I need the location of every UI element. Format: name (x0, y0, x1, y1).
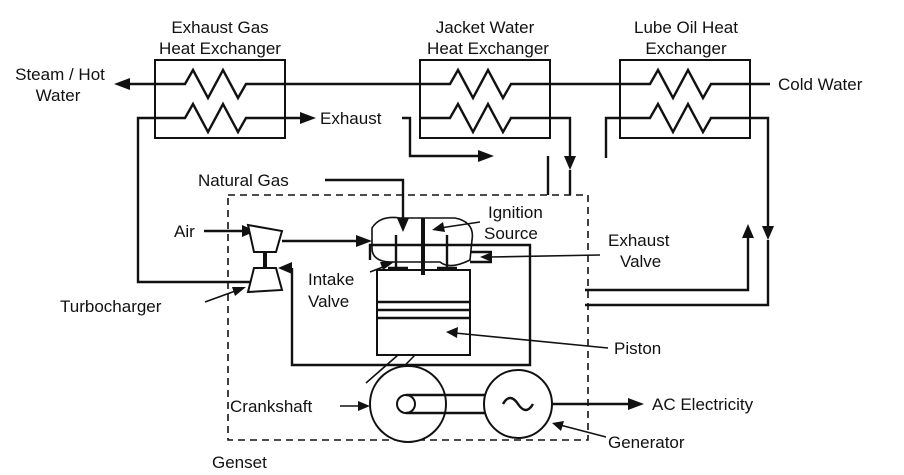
steam-label-line2: Water (36, 86, 81, 105)
leader-arrows (204, 221, 609, 438)
lube-oil-lines (585, 116, 774, 307)
turbocharger-label: Turbocharger (60, 297, 162, 316)
natural-gas-line (325, 178, 409, 232)
natural-gas-label: Natural Gas (198, 171, 289, 190)
intake-valve (388, 235, 408, 270)
engine-block (278, 243, 532, 367)
generator (483, 369, 553, 439)
jacket-water-lines (546, 116, 576, 195)
jacket-water-heat-exchanger (419, 59, 551, 139)
ignition-label-line2: Source (484, 224, 538, 243)
cylinder-head (371, 216, 492, 267)
ac-electricity-line (552, 398, 644, 410)
exhaust-label: Exhaust (320, 109, 382, 128)
exhaust-flow-line (136, 112, 494, 284)
exhaust-hx-label-line1: Exhaust Gas (171, 18, 268, 37)
water-flow-line (114, 78, 770, 90)
jacket-hx-label-line2: Heat Exchanger (427, 39, 549, 58)
exhaust-valve (437, 235, 457, 270)
lube-hx-label-line2: Exchanger (645, 39, 727, 58)
turbocharger (246, 223, 284, 294)
intake-valve-label-line2: Valve (308, 292, 349, 311)
generator-label: Generator (608, 433, 685, 452)
piston (365, 269, 471, 389)
exhaust-gas-heat-exchanger (154, 59, 286, 139)
air-label: Air (174, 222, 195, 241)
crankshaft-label: Crankshaft (230, 397, 312, 416)
intake-valve-label-line1: Intake (308, 270, 354, 289)
exhaust-valve-label-line1: Exhaust (608, 231, 670, 250)
exhaust-valve-label-line2: Valve (620, 252, 661, 271)
genset-label: Genset (212, 453, 267, 472)
exhaust-hx-label-line2: Heat Exchanger (159, 39, 281, 58)
lube-hx-label-line1: Lube Oil Heat (634, 18, 738, 37)
cold-water-label: Cold Water (778, 75, 863, 94)
ac-electricity-label: AC Electricity (652, 395, 754, 414)
air-line (204, 225, 372, 247)
lube-oil-heat-exchanger (619, 59, 751, 139)
jacket-hx-label-line1: Jacket Water (436, 18, 535, 37)
piston-label: Piston (614, 339, 661, 358)
steam-label-line1: Steam / Hot (15, 65, 105, 84)
crankshaft (369, 365, 502, 443)
ignition-label-line1: Ignition (488, 203, 543, 222)
